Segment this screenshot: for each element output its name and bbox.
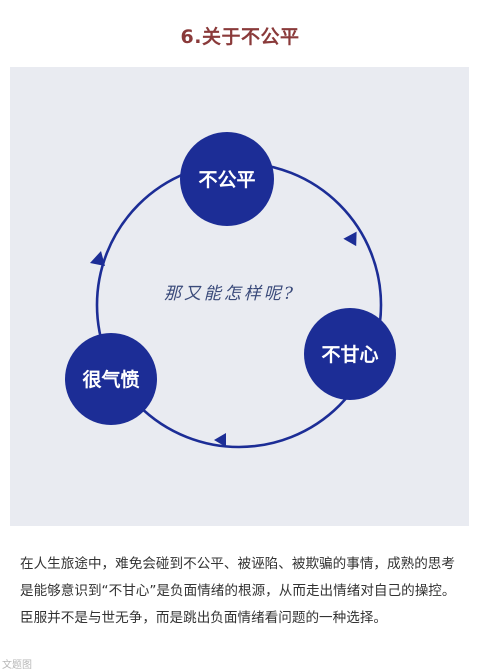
page-title: 6.关于不公平 — [180, 26, 300, 48]
node-unwilling-label: 不甘心 — [321, 344, 378, 366]
node-angry: 很气愤 — [65, 333, 157, 425]
description-paragraph: 在人生旅途中，难免会碰到不公平、被诬陷、被欺骗的事情，成熟的思考是能够意识到“不… — [20, 556, 456, 626]
arrow-right-icon — [343, 231, 357, 247]
watermark: 文题图 — [2, 660, 32, 671]
node-angry-label: 很气愤 — [82, 368, 139, 391]
center-question: 那又能怎样呢? — [164, 284, 296, 304]
arrow-bottom-icon — [214, 433, 226, 447]
node-unwilling: 不甘心 — [304, 308, 396, 400]
arrow-left-icon — [90, 251, 105, 266]
cycle-diagram-svg: 不公平 不甘心 很气愤 那又能怎样呢? — [65, 132, 396, 449]
node-unfair-label: 不公平 — [198, 169, 255, 191]
cycle-diagram: 不公平 不甘心 很气愤 那又能怎样呢? — [10, 67, 469, 526]
node-unfair: 不公平 — [180, 132, 274, 226]
